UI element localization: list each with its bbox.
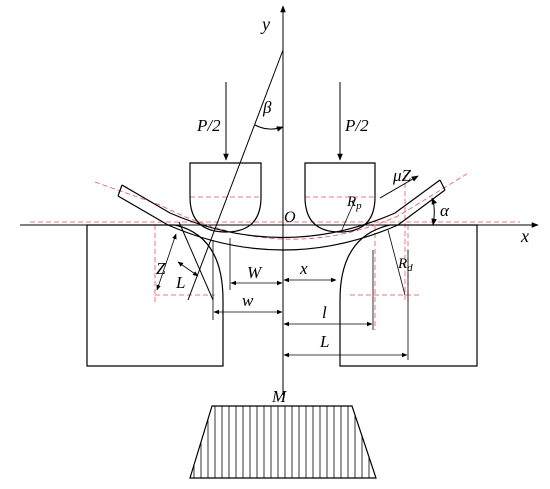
friction-label: μZ	[392, 166, 412, 185]
origin-label: O	[284, 209, 296, 226]
alpha-arc	[431, 197, 437, 226]
extension-lines	[212, 238, 409, 360]
w-upper-label: W	[247, 263, 263, 282]
alpha-label: α	[440, 201, 450, 220]
w-lower-label: w	[242, 291, 254, 310]
friction-arrow	[379, 175, 419, 199]
x-axis-label: x	[520, 226, 529, 246]
z-label: Z	[156, 259, 166, 278]
l-small-dimension	[177, 261, 199, 277]
punch-radius-label: Rp	[346, 194, 362, 212]
beta-label: β	[262, 98, 272, 117]
punch-radius-leader	[340, 199, 356, 233]
load-left-label: P/2	[196, 116, 221, 135]
beta-reference-line	[187, 49, 284, 301]
l-dim-label: l	[322, 303, 327, 322]
z-dimension	[156, 233, 177, 291]
moment-hatching	[193, 406, 370, 478]
x-dim-label: x	[299, 259, 308, 278]
load-right-label: P/2	[344, 116, 369, 135]
y-axis-label: y	[260, 14, 270, 34]
bent-sheet	[117, 179, 446, 251]
die-radius-label: Rd	[397, 256, 413, 274]
moment-trapezoid	[189, 405, 377, 479]
reference-dashed-lines	[30, 171, 520, 330]
moment-diagram	[189, 405, 377, 479]
moment-label: M	[271, 387, 287, 406]
beta-arc	[254, 124, 284, 132]
die-radius-leader	[387, 229, 406, 296]
right-die	[339, 224, 478, 367]
right-punch	[304, 162, 376, 233]
l-small-label: L	[175, 273, 185, 292]
left-punch	[189, 162, 262, 233]
contact-normal-line	[178, 221, 214, 301]
L-dim-label: L	[319, 332, 329, 351]
left-die	[86, 224, 224, 367]
